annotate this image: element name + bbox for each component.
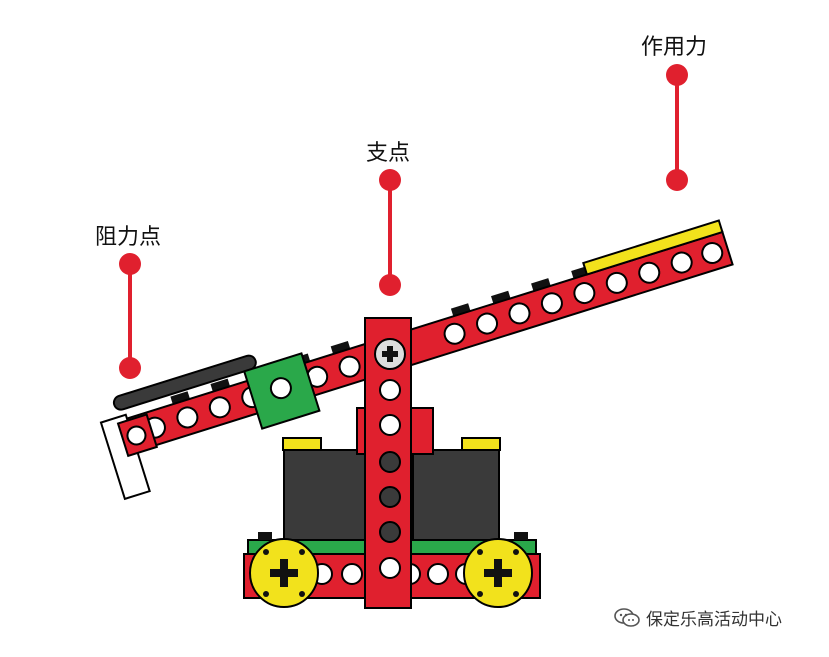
effort-label: 作用力: [641, 35, 708, 60]
fulcrum-marker: [379, 169, 401, 296]
fulcrum-post: [364, 317, 412, 609]
stud: [258, 532, 272, 540]
wheel-left: [249, 538, 319, 608]
load-tube: [112, 354, 257, 411]
wechat-icon: [614, 607, 640, 629]
load-label: 阻力点: [95, 225, 162, 250]
body-left: [283, 449, 367, 543]
watermark-text: 保定乐高活动中心: [646, 610, 782, 630]
fulcrum-label: 支点: [366, 141, 411, 166]
beam-hole: [341, 563, 363, 585]
stud: [514, 532, 528, 540]
body-right: [412, 449, 500, 543]
effort-tile: [582, 219, 724, 276]
beam-hole: [427, 563, 449, 585]
tile-left: [282, 437, 322, 451]
watermark: 保定乐高活动中心: [614, 605, 782, 630]
riser-right: [410, 407, 434, 455]
lever-beam: [99, 219, 734, 501]
effort-marker: [666, 64, 688, 191]
wheel-right: [463, 538, 533, 608]
tile-right: [461, 437, 501, 451]
load-marker: [119, 253, 141, 379]
